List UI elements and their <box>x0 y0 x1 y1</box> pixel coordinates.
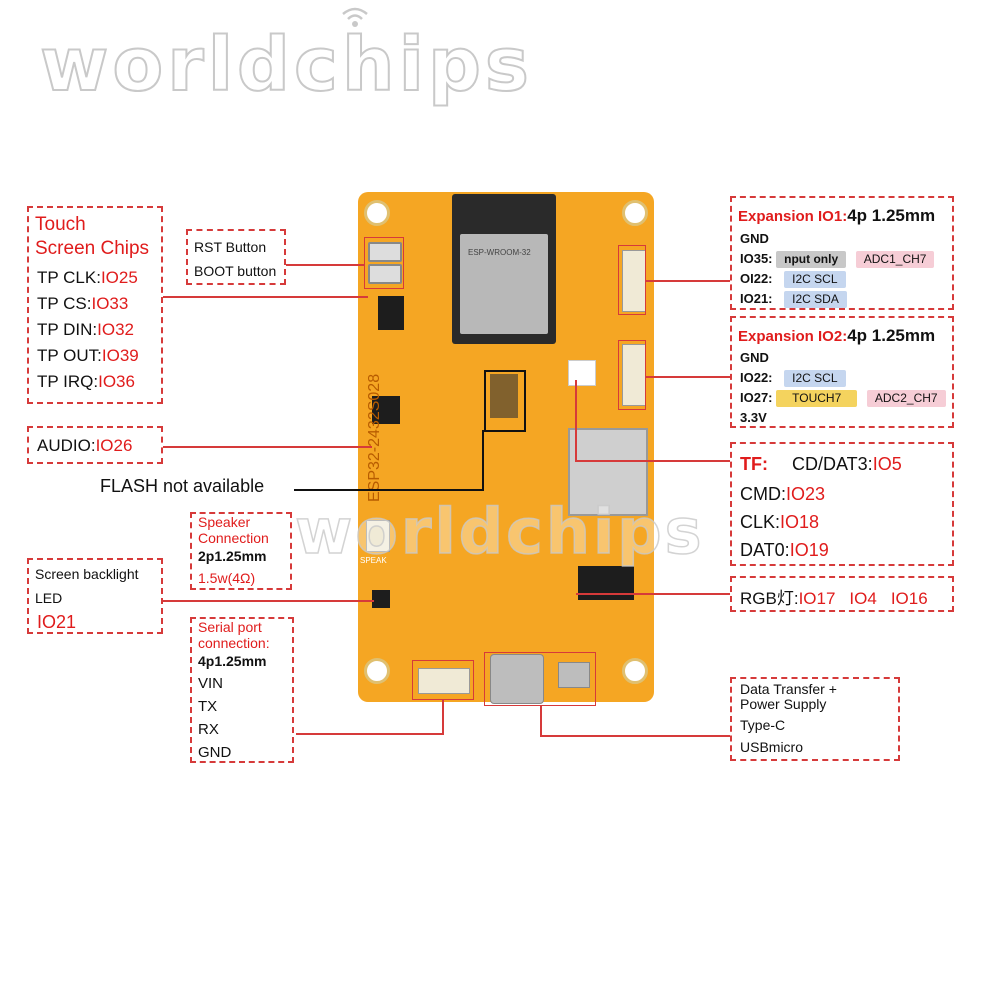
usb-line-4: USBmicro <box>740 739 804 755</box>
touch-row-3: TP OUT:IO39 <box>37 346 139 365</box>
rgb-led <box>568 360 596 386</box>
exp2-highlight <box>618 340 646 410</box>
expansion-io1-connector <box>622 250 646 312</box>
expansion-io2-panel: Expansion IO2:4p 1.25mm GND IO22: I2C SC… <box>730 316 954 428</box>
buttons-highlight <box>364 237 404 289</box>
usb-panel: Data Transfer + Power Supply Type-C USBm… <box>730 677 900 761</box>
speaker-power: 1.5w(4Ω) <box>198 570 256 586</box>
board-name: ESP32-2432S028 <box>366 373 383 502</box>
speaker-spec: 2p1.25mm <box>198 548 267 564</box>
exp2-io27-row: IO27: TOUCH7 ADC2_CH7 <box>740 390 946 407</box>
rst-label: RST Button <box>194 239 267 255</box>
serial-panel: Serial port connection: 4p1.25mm VIN TX … <box>190 617 294 763</box>
tf-row-0: CD/DAT3:IO5 <box>792 454 902 474</box>
usb-micro-port <box>558 662 590 688</box>
serial-pin-tx: TX <box>198 698 218 715</box>
watermark-logo: worldchips <box>39 21 533 109</box>
touch-row-1: TP CS:IO33 <box>37 294 129 313</box>
tf-card-slot <box>568 428 648 516</box>
touch-title-2: Screen Chips <box>35 238 150 259</box>
audio-row: AUDIO:IO26 <box>37 436 133 455</box>
usb-typec-port <box>490 654 544 704</box>
backlight-pin: IO21 <box>37 612 77 632</box>
tf-row-1: CMD:IO23 <box>740 484 826 504</box>
exp1-highlight <box>618 245 646 315</box>
audio-chip <box>372 396 400 424</box>
touch-title-1: Touch <box>35 214 86 235</box>
flash-note: FLASH not available <box>100 476 265 496</box>
touch-chips-panel: Touch Screen Chips TP CLK:IO25 TP CS:IO3… <box>27 206 163 404</box>
tf-row-2: CLK:IO18 <box>740 512 820 532</box>
serial-pin-gnd: GND <box>198 744 232 761</box>
serial-pin-rx: RX <box>198 721 219 738</box>
exp2-33v: 3.3V <box>740 410 767 425</box>
speaker-panel: Speaker Connection 2p1.25mm 1.5w(4Ω) <box>190 512 292 590</box>
speaker-title-2: Connection <box>198 530 269 546</box>
tf-row-3: DAT0:IO19 <box>740 540 829 560</box>
flash-highlight <box>484 370 526 432</box>
backlight-line-2: LED <box>35 590 63 606</box>
serial-pin-vin: VIN <box>198 675 224 692</box>
rst-button[interactable] <box>368 242 402 262</box>
serial-title-1: Serial port <box>198 619 262 635</box>
serial-title-2: connection: <box>198 635 270 651</box>
serial-connector <box>418 668 470 694</box>
touch-row-0: TP CLK:IO25 <box>37 268 138 287</box>
usb-line-1: Data Transfer + <box>740 681 837 697</box>
exp1-title: Expansion IO1:4p 1.25mm <box>738 206 936 225</box>
usb-line-3: Type-C <box>740 717 786 733</box>
speak-label: SPEAK <box>360 556 387 565</box>
watermark-overlay: worldchips <box>294 494 705 569</box>
touch-chip <box>378 296 404 330</box>
module-label: ESP-WROOM-32 <box>468 248 531 257</box>
expansion-io1-panel: Expansion IO1:4p 1.25mm GND IO35: nput o… <box>730 196 954 310</box>
exp1-gnd: GND <box>740 231 769 246</box>
flash-footprint <box>490 374 518 418</box>
exp2-io22-row: IO22: I2C SCL <box>740 370 846 387</box>
esp32-module: ESP-WROOM-32 <box>452 194 556 344</box>
speaker-title-1: Speaker <box>198 514 251 530</box>
usb-highlight <box>484 652 596 706</box>
boot-label: BOOT button <box>194 263 277 279</box>
audio-panel: AUDIO:IO26 <box>27 426 163 464</box>
speaker-connector <box>366 520 390 552</box>
exp1-io35-row: IO35: nput only ADC1_CH7 <box>740 251 935 268</box>
pcb-board: ESP-WROOM-32 ESP32-2432S028 SPEAK <box>358 192 654 704</box>
serial-spec: 4p1.25mm <box>198 653 267 669</box>
tf-panel: TF: CD/DAT3:IO5 CMD:IO23 CLK:IO18 DAT0:I… <box>730 442 954 566</box>
exp1-oi22-row: OI22: I2C SCL <box>740 271 846 288</box>
buttons-panel: RST Button BOOT button <box>186 229 286 285</box>
tf-title: TF: <box>740 454 768 474</box>
wifi-icon <box>340 4 370 30</box>
exp2-gnd: GND <box>740 350 769 365</box>
exp2-title: Expansion IO2:4p 1.25mm <box>738 326 936 345</box>
backlight-line-1: Screen backlight <box>35 566 139 582</box>
backlight-transistor <box>372 590 390 608</box>
serial-highlight <box>412 660 474 700</box>
usb-line-2: Power Supply <box>740 696 827 712</box>
backlight-panel: Screen backlight LED IO21 <box>27 558 163 634</box>
exp1-io21-row: IO21: I2C SDA <box>740 291 847 308</box>
touch-row-4: TP IRQ:IO36 <box>37 372 135 391</box>
touch-row-2: TP DIN:IO32 <box>37 320 134 339</box>
boot-button[interactable] <box>368 264 402 284</box>
